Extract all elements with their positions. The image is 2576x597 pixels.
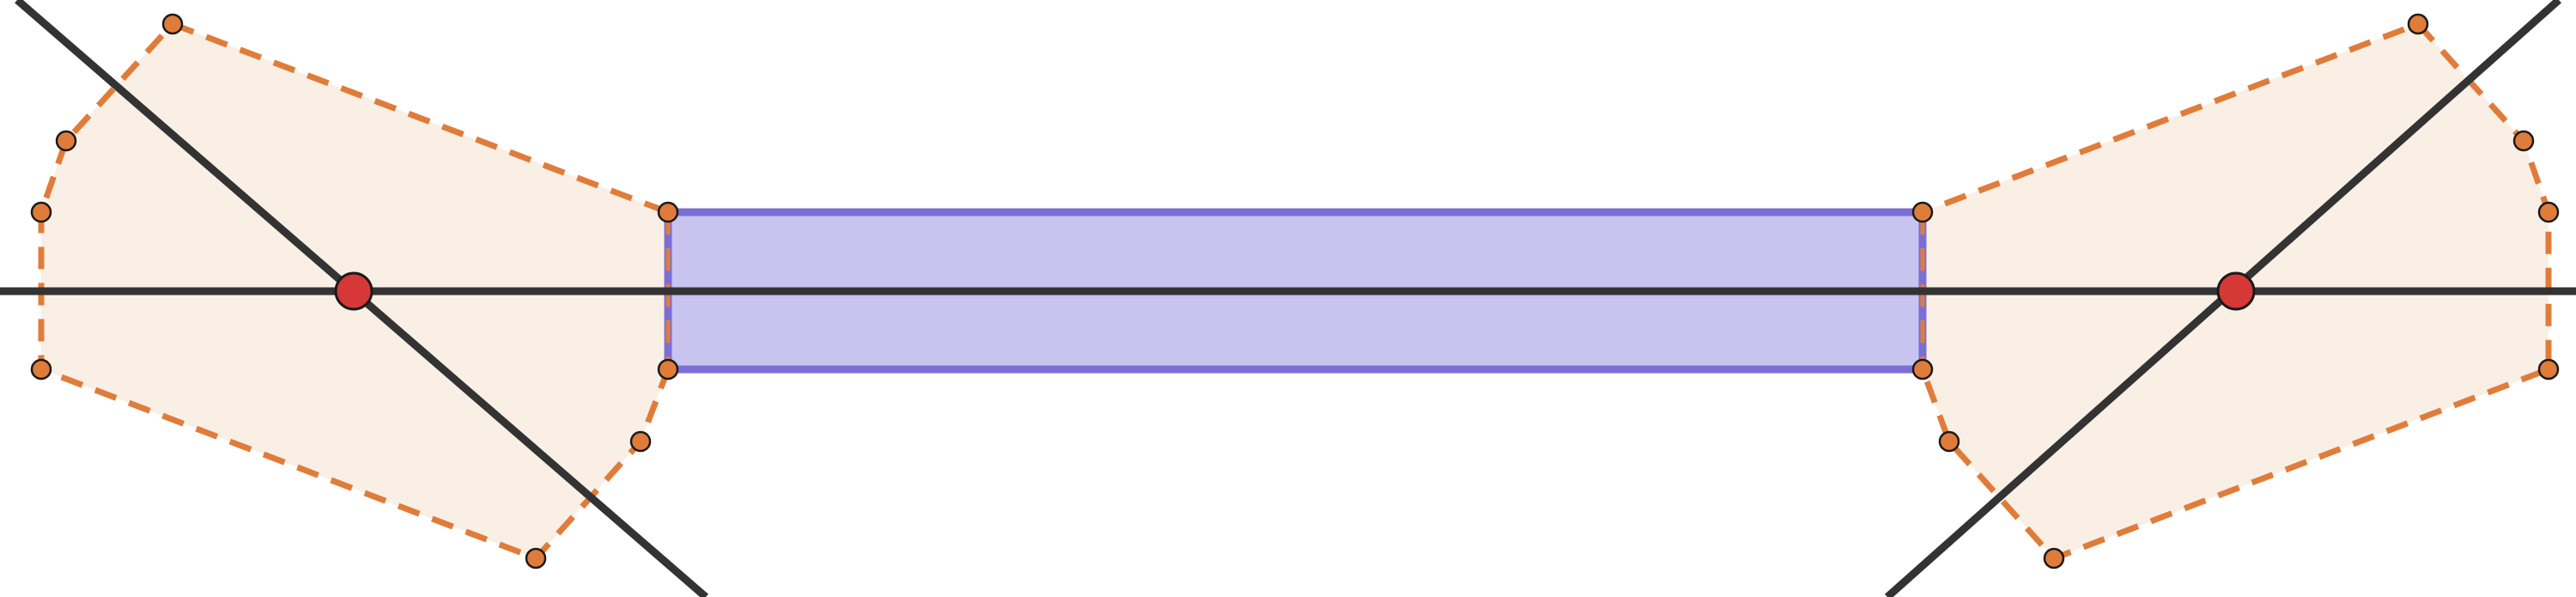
vertex-point[interactable] [629,430,652,453]
right-center-point[interactable] [2216,271,2256,311]
vertex-point[interactable] [657,358,679,381]
vertex-point[interactable] [30,358,52,381]
vertex-point[interactable] [2537,358,2560,381]
left-center-point[interactable] [334,271,374,311]
vertex-point[interactable] [525,547,547,570]
vertex-point[interactable] [2512,130,2535,152]
vertex-point[interactable] [161,13,184,35]
vertex-point[interactable] [30,201,52,223]
vertex-point[interactable] [657,201,679,223]
vertex-point[interactable] [2043,547,2065,570]
vertex-point[interactable] [2407,13,2429,35]
vertex-point[interactable] [55,130,77,152]
vertex-point[interactable] [2537,201,2560,223]
vertex-point[interactable] [1938,430,1960,453]
vertex-point[interactable] [1911,201,1934,223]
vertex-point[interactable] [1911,358,1934,381]
